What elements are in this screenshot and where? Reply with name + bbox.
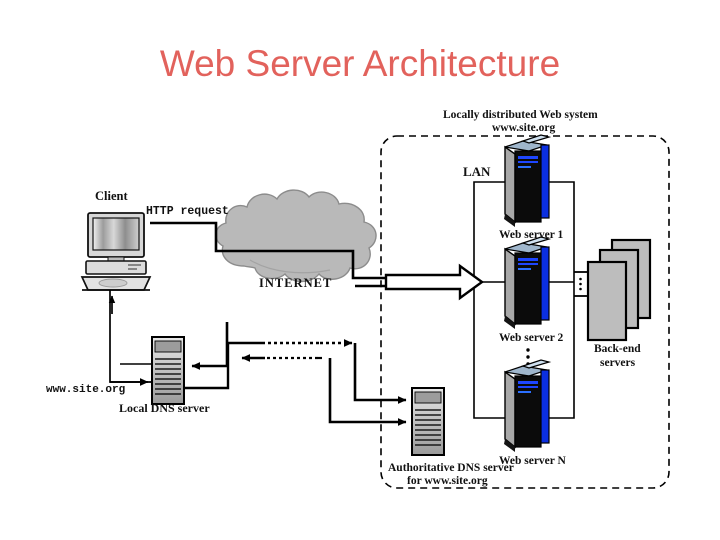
backend-servers-icon [586, 238, 652, 342]
label-authoritative-dns-line1: Authoritative DNS server [388, 462, 514, 474]
web-server-2-icon [504, 236, 552, 329]
internet-cloud-icon [215, 189, 377, 283]
label-client-domain: www.site.org [46, 384, 125, 396]
label-client: Client [95, 189, 128, 203]
client-computer-icon [80, 212, 152, 291]
label-authoritative-dns-line2: for www.site.org [407, 475, 488, 487]
page-title: Web Server Architecture [159, 43, 561, 84]
label-http-request: HTTP request [146, 205, 229, 218]
label-lan: LAN [463, 164, 491, 179]
backend-vertical-ellipsis-icon [579, 277, 582, 291]
web-server-n-icon [504, 359, 552, 452]
label-web-server-2: Web server 2 [499, 332, 564, 344]
local-dns-server-icon [151, 336, 185, 405]
label-local-dns-server: Local DNS server [119, 401, 210, 415]
label-system-title-line2: www.site.org [492, 122, 555, 134]
authoritative-dns-server-icon [411, 387, 445, 456]
label-web-server-1: Web server 1 [499, 229, 564, 241]
web-server-vertical-ellipsis-icon [526, 348, 530, 366]
architecture-diagram: Client HTTP request www.site.org Local D… [0, 100, 720, 500]
internet-to-lan-block-arrow [384, 263, 485, 301]
web-server-1-icon [504, 134, 552, 227]
backend-connector [574, 271, 588, 297]
label-internet: INTERNET [259, 276, 332, 290]
label-backend-line1: Back-end [594, 343, 641, 355]
label-backend-line2: servers [600, 357, 636, 369]
label-system-title-line1: Locally distributed Web system [443, 109, 598, 121]
label-web-server-n: Web server N [499, 455, 567, 467]
connection-lines [108, 221, 407, 426]
